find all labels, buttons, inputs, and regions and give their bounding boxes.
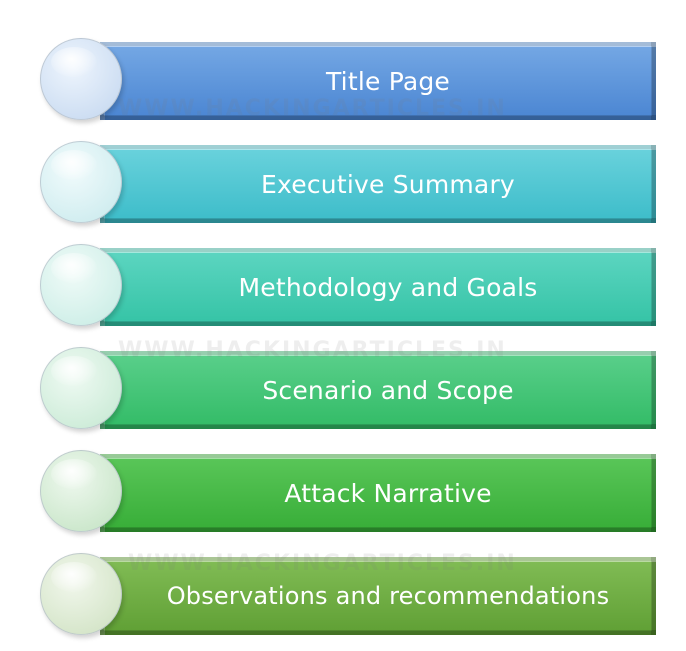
bar-bevel	[100, 424, 656, 429]
orb-shine	[51, 150, 97, 180]
orb-bullet-icon	[40, 553, 122, 635]
orb-shine	[51, 47, 97, 77]
bar-bevel	[100, 527, 656, 532]
bar-label: Title Page	[325, 66, 451, 96]
bar-bevel	[100, 248, 656, 253]
bar-bevel	[100, 42, 656, 47]
bar-bevel	[651, 454, 656, 532]
orb-bullet-icon	[40, 244, 122, 326]
bar-bevel	[100, 351, 656, 356]
bar-bevel	[100, 218, 656, 223]
bar-bevel	[100, 630, 656, 635]
bar-label: Attack Narrative	[284, 478, 492, 508]
bar-label: Scenario and Scope	[262, 375, 514, 405]
row-methodology-and-goals: Methodology and Goals	[0, 244, 686, 328]
bar-title-page: Title Page	[100, 42, 656, 120]
orb-bullet-icon	[40, 38, 122, 120]
bar-bevel	[100, 557, 656, 562]
bar-observations-and-recommendations: Observations and recommendations	[100, 557, 656, 635]
bar-label: Executive Summary	[261, 169, 515, 199]
bar-label: Observations and recommendations	[166, 582, 610, 610]
bar-bevel	[100, 321, 656, 326]
bar-executive-summary: Executive Summary	[100, 145, 656, 223]
row-attack-narrative: Attack Narrative	[0, 450, 686, 534]
bar-bevel	[651, 42, 656, 120]
row-scenario-and-scope: Scenario and Scope	[0, 347, 686, 431]
row-executive-summary: Executive Summary	[0, 141, 686, 225]
orb-shine	[51, 459, 97, 489]
bar-bevel	[651, 351, 656, 429]
orb-bullet-icon	[40, 347, 122, 429]
bar-bevel	[100, 145, 656, 150]
orb-bullet-icon	[40, 450, 122, 532]
bar-bevel	[651, 557, 656, 635]
bar-scenario-and-scope: Scenario and Scope	[100, 351, 656, 429]
bar-bevel	[651, 248, 656, 326]
bar-bevel	[100, 454, 656, 459]
orb-shine	[51, 562, 97, 592]
row-title-page: Title Page	[0, 38, 686, 122]
bar-label: Methodology and Goals	[238, 272, 538, 302]
orb-bullet-icon	[40, 141, 122, 223]
orb-shine	[51, 356, 97, 386]
bar-methodology-and-goals: Methodology and Goals	[100, 248, 656, 326]
orb-shine	[51, 253, 97, 283]
row-observations-and-recommendations: Observations and recommendations	[0, 553, 686, 637]
bar-bevel	[651, 145, 656, 223]
bar-bevel	[100, 115, 656, 120]
bar-attack-narrative: Attack Narrative	[100, 454, 656, 532]
